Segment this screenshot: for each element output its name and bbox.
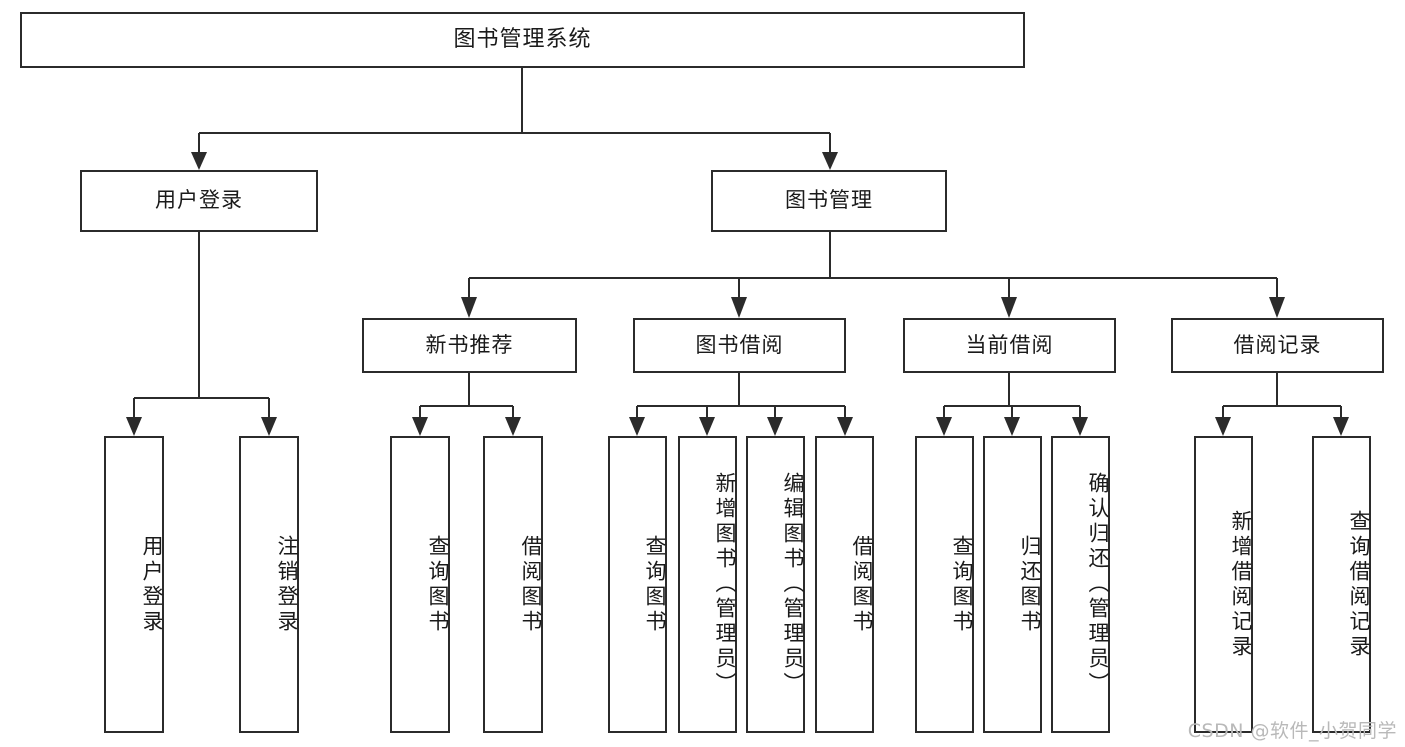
leaf-label: 查询图书 (426, 534, 450, 635)
node-leaf-query-book-1[interactable]: 查询图书 (390, 436, 450, 733)
leaf-label: 新增图书（管理员） (713, 472, 737, 697)
arrowhead-current-borrow (1001, 297, 1017, 318)
arrowhead-query-book-3 (936, 417, 952, 436)
leaf-label: 借阅图书 (850, 534, 874, 635)
arrowhead-query-record (1333, 417, 1349, 436)
arrowhead-borrow-record (1269, 297, 1285, 318)
leaf-label: 查询图书 (643, 534, 667, 635)
leaf-label: 归还图书 (1018, 534, 1042, 635)
node-current-borrow[interactable]: 当前借阅 (903, 318, 1116, 373)
arrowhead-borrow-book-1 (505, 417, 521, 436)
arrowhead-user-login (191, 152, 207, 170)
node-leaf-add-book[interactable]: 新增图书（管理员） (678, 436, 737, 733)
node-leaf-query-book-2[interactable]: 查询图书 (608, 436, 667, 733)
arrowhead-confirm-return (1072, 417, 1088, 436)
arrowhead-add-book (699, 417, 715, 436)
arrowhead-leaf-user-login (126, 417, 142, 436)
leaf-label: 用户登录 (140, 534, 164, 635)
node-leaf-query-book-3[interactable]: 查询图书 (915, 436, 974, 733)
node-leaf-add-record[interactable]: 新增借阅记录 (1194, 436, 1253, 733)
node-leaf-return-book[interactable]: 归还图书 (983, 436, 1042, 733)
leaf-label: 查询借阅记录 (1347, 509, 1371, 660)
node-user-login[interactable]: 用户登录 (80, 170, 318, 232)
leaf-label: 查询图书 (950, 534, 974, 635)
arrowhead-book-management (822, 152, 838, 170)
arrowhead-return-book (1004, 417, 1020, 436)
node-leaf-user-login[interactable]: 用户登录 (104, 436, 164, 733)
node-book-management[interactable]: 图书管理 (711, 170, 947, 232)
node-root[interactable]: 图书管理系统 (20, 12, 1025, 68)
node-leaf-borrow-book-1[interactable]: 借阅图书 (483, 436, 543, 733)
arrowhead-leaf-logout (261, 417, 277, 436)
arrowhead-book-borrow (731, 297, 747, 318)
arrowhead-borrow-book-2 (837, 417, 853, 436)
arrowhead-query-book-2 (629, 417, 645, 436)
arrowhead-add-record (1215, 417, 1231, 436)
leaf-label: 借阅图书 (519, 534, 543, 635)
node-borrow-record[interactable]: 借阅记录 (1171, 318, 1384, 373)
csdn-watermark: CSDN @软件_小贺同学 (1187, 720, 1397, 742)
node-book-borrow[interactable]: 图书借阅 (633, 318, 846, 373)
leaf-label: 新增借阅记录 (1229, 509, 1253, 660)
node-new-book-recommend[interactable]: 新书推荐 (362, 318, 577, 373)
leaf-label: 编辑图书（管理员） (781, 472, 805, 697)
node-leaf-borrow-book-2[interactable]: 借阅图书 (815, 436, 874, 733)
leaf-label: 确认归还（管理员） (1086, 472, 1110, 697)
leaf-label: 注销登录 (275, 534, 299, 635)
node-leaf-confirm-return[interactable]: 确认归还（管理员） (1051, 436, 1110, 733)
node-leaf-query-record[interactable]: 查询借阅记录 (1312, 436, 1371, 733)
node-leaf-logout[interactable]: 注销登录 (239, 436, 299, 733)
arrowhead-new-book-recommend (461, 297, 477, 318)
arrowhead-edit-book (767, 417, 783, 436)
arrowhead-query-book-1 (412, 417, 428, 436)
node-leaf-edit-book[interactable]: 编辑图书（管理员） (746, 436, 805, 733)
